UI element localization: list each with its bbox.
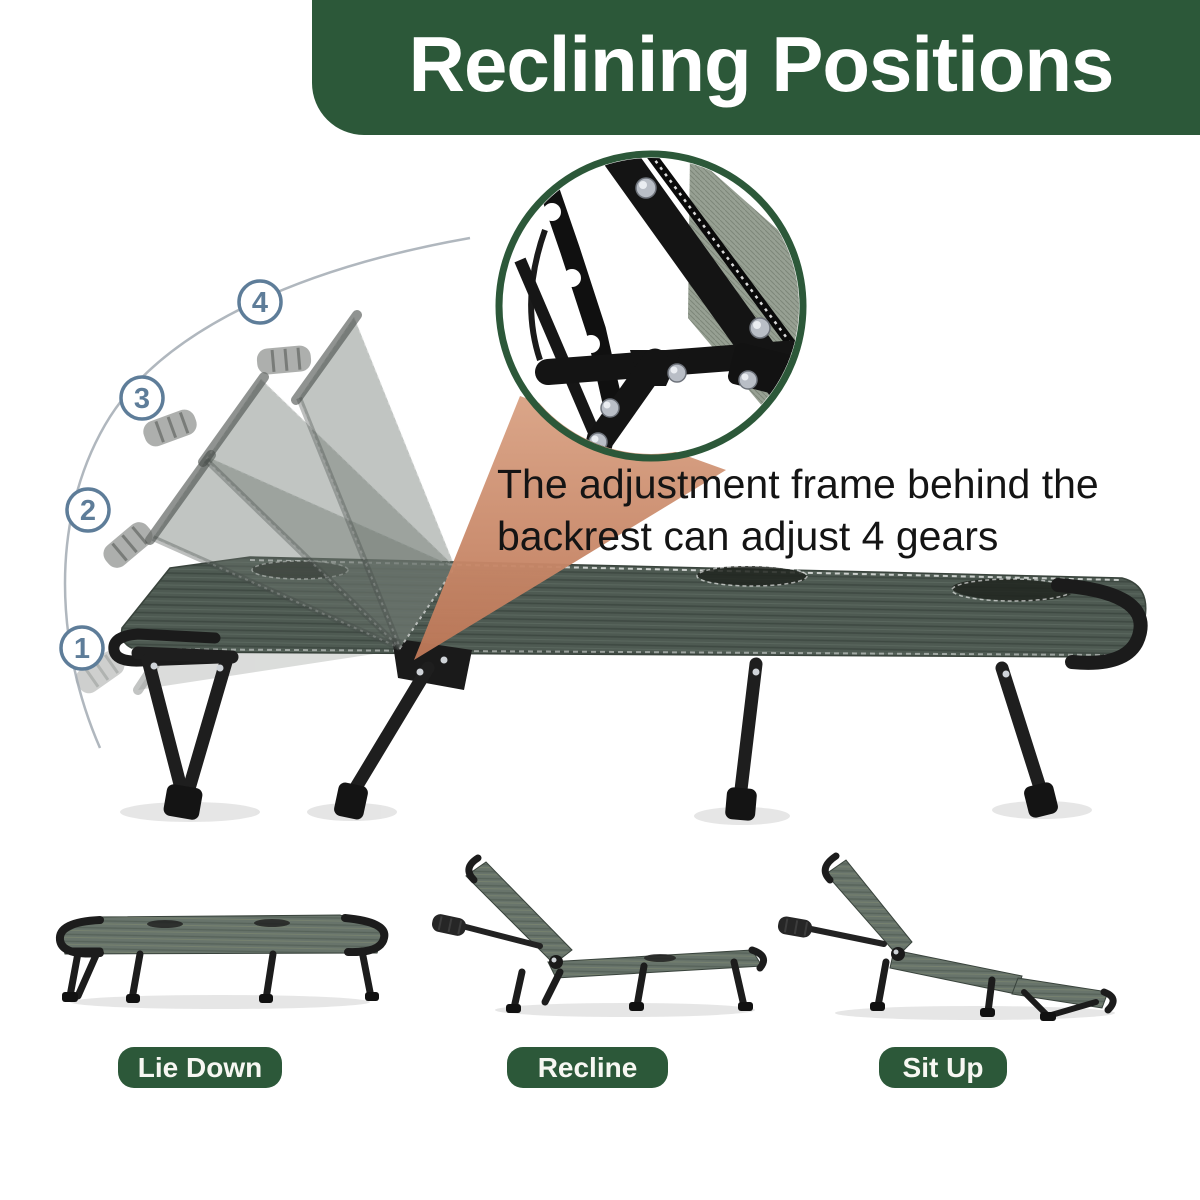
main-cot <box>108 556 1148 821</box>
foot-tube <box>1051 578 1148 670</box>
leg-rivets <box>150 656 1010 678</box>
label-sit-up-text: Sit Up <box>902 1051 984 1083</box>
ghost-position-4 <box>256 310 457 651</box>
thumb-sit-up <box>777 852 1117 1021</box>
thumb-lie-down <box>56 914 389 1003</box>
page-title: Reclining Positions <box>408 20 1115 108</box>
cot-feet <box>163 782 1058 821</box>
callout-line-1: The adjustment frame behind the <box>497 461 1099 507</box>
svg-text:4: 4 <box>252 287 268 319</box>
cot-legs <box>131 646 1049 805</box>
svg-text:3: 3 <box>134 383 150 415</box>
position-badges: 1 2 3 4 <box>59 279 283 671</box>
callout-line-2: backrest can adjust 4 gears <box>497 513 999 559</box>
thumb-recline <box>431 854 768 1013</box>
svg-text:2: 2 <box>80 495 96 527</box>
position-badge-3: 3 <box>119 375 165 421</box>
label-lie-down: Lie Down <box>118 1047 282 1088</box>
ghost-position-3 <box>143 372 457 651</box>
svg-text:1: 1 <box>74 633 90 665</box>
zoom-circle-ring <box>495 150 807 462</box>
ground-shadows <box>70 801 1115 1020</box>
label-recline: Recline <box>507 1047 668 1088</box>
zoom-cone <box>414 396 726 660</box>
head-tube <box>108 628 226 667</box>
label-sit-up: Sit Up <box>879 1047 1007 1088</box>
position-badge-2: 2 <box>65 487 111 533</box>
position-badge-4: 4 <box>237 279 283 325</box>
title-banner: Reclining Positions <box>312 0 1200 135</box>
ghost-position-2 <box>103 450 457 651</box>
handle-cutouts <box>251 560 1073 602</box>
callout-text: The adjustment frame behind the backrest… <box>497 458 1099 562</box>
label-lie-down-text: Lie Down <box>137 1051 263 1083</box>
position-badge-1: 1 <box>59 625 105 671</box>
label-recline-text: Recline <box>537 1051 638 1083</box>
